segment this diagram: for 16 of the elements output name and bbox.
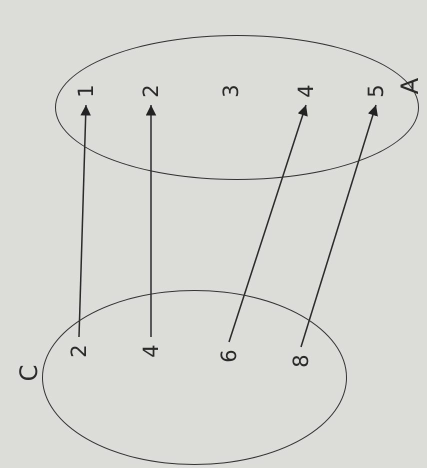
set-element: 5 [364,79,388,103]
set-element: 2 [67,339,91,363]
set-name: C [17,364,41,384]
set-element: 1 [74,79,98,103]
set-name: A [398,76,422,96]
mapping-arrow [146,105,156,337]
set-element: 3 [219,79,243,103]
mapping-arrow [300,104,378,348]
set-element: 4 [294,79,318,103]
set-element: 8 [289,349,313,373]
set-element: 2 [139,79,163,103]
set-ellipse [55,35,419,180]
set-element: 4 [139,339,163,363]
mapping-arrow [228,104,308,342]
mapping-arrow [78,104,91,338]
set-element: 6 [217,344,241,368]
